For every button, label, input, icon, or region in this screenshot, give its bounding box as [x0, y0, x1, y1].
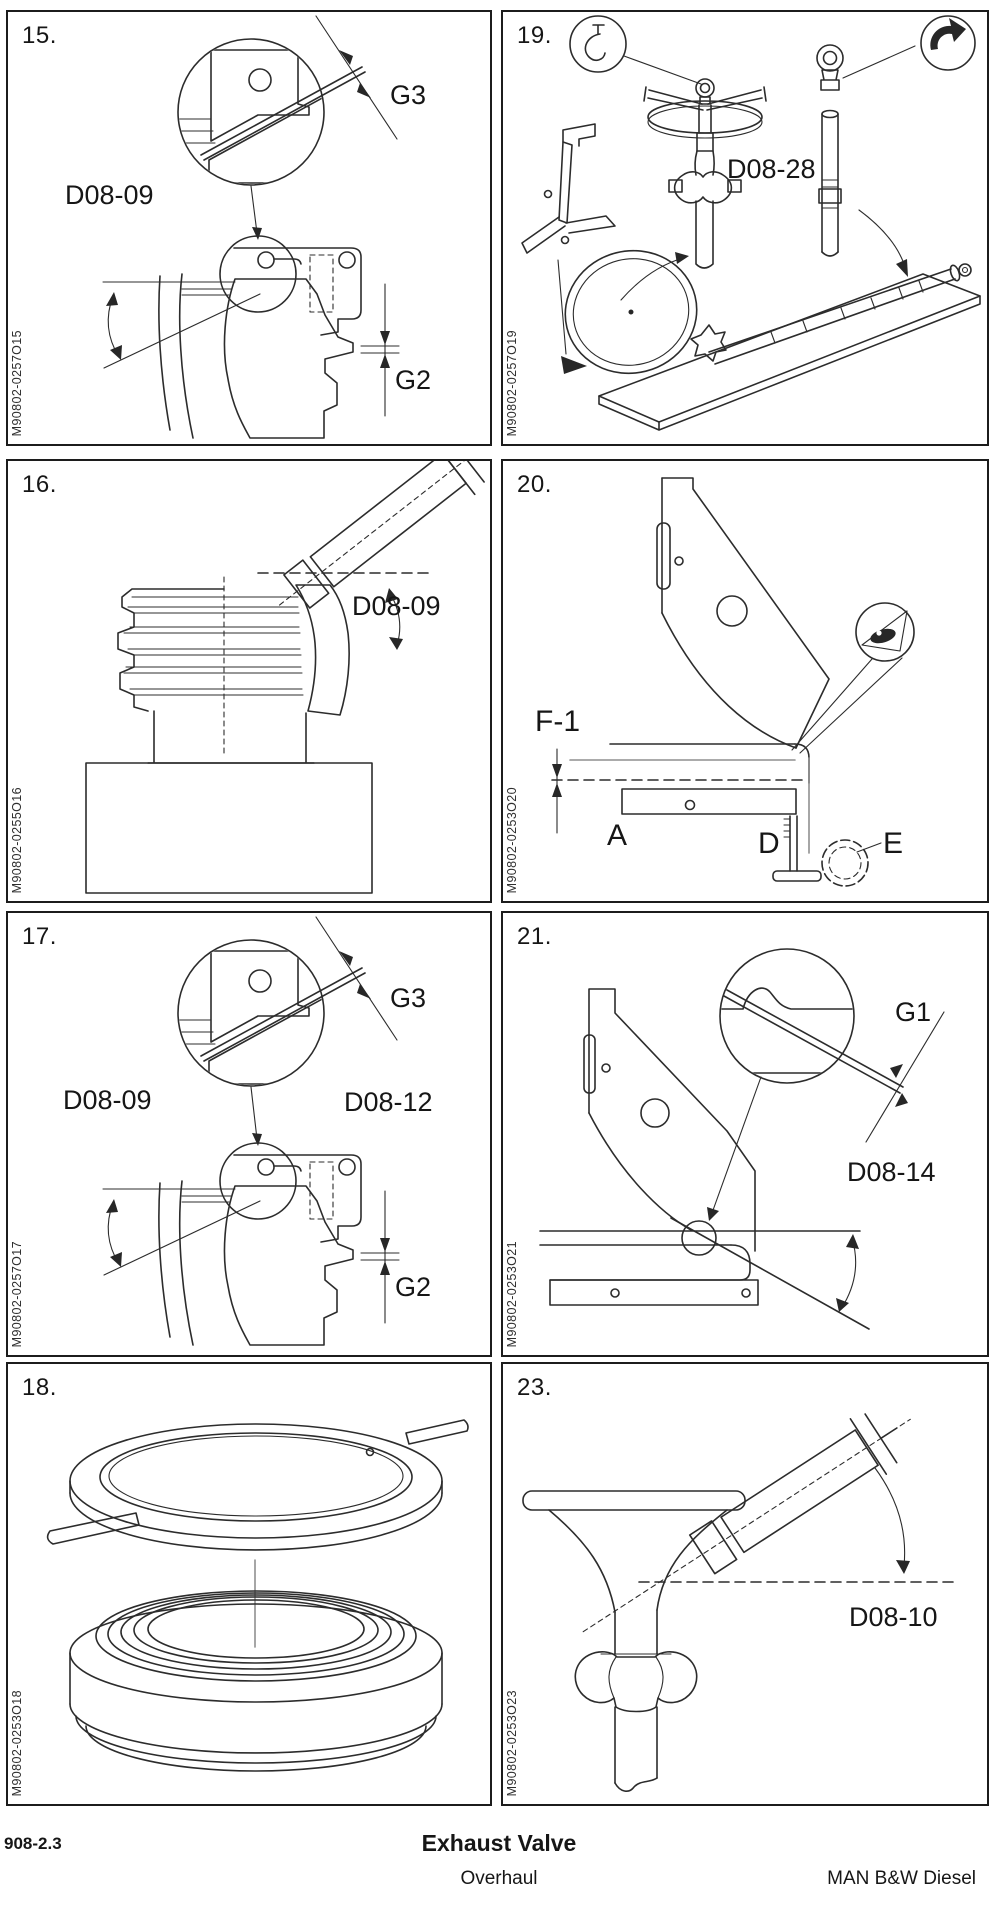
- figure-number: 16.: [22, 471, 57, 498]
- label-tool-d08-09: D08-09: [63, 1085, 152, 1115]
- label-gauge-g3: G3: [390, 80, 427, 110]
- figure-code: M90802-0253O18: [10, 1689, 24, 1796]
- label-tool-d08-09: D08-09: [65, 180, 154, 210]
- label-part-d: D: [758, 827, 780, 860]
- label-gauge-g1: G1: [895, 997, 932, 1027]
- label-gauge-g2: G2: [395, 1272, 432, 1302]
- figure-panel-20: 20. F-1 A D E M90802-0253O20: [501, 459, 989, 903]
- label-part-e: E: [883, 827, 904, 860]
- sealing-ring-drawing: [46, 1419, 469, 1772]
- figure-panel-17: 17. D08-09 D08-12 G3 G2 M90802-0257O17: [6, 911, 492, 1357]
- label-tool-d08-28: D08-28: [727, 154, 816, 184]
- label-tool-d08-14: D08-14: [847, 1157, 936, 1187]
- figure-panel-21: 21. G1 D08-14 M90802-0253O21: [501, 911, 989, 1357]
- figure-panel-23: 23. D08-10 M90802-0253O23: [501, 1362, 989, 1806]
- figure-number: 15.: [22, 22, 57, 49]
- doc-number: 908-2.3: [4, 1834, 62, 1853]
- figure-code: M90802-0253O21: [505, 1240, 519, 1347]
- label-tool-d08-09: D08-09: [352, 591, 441, 621]
- page-title: Exhaust Valve: [421, 1830, 577, 1856]
- figure-panel-18: 18. M90802-0253O18: [6, 1362, 492, 1806]
- company-name: MAN B&W Diesel: [827, 1868, 976, 1889]
- figure-code: M90802-0255O16: [10, 786, 24, 893]
- label-tool-d08-12: D08-12: [344, 1087, 433, 1117]
- figure-code: M90802-0253O23: [505, 1689, 519, 1796]
- figure-number: 23.: [517, 1374, 552, 1401]
- lifting-tools-drawing: [521, 15, 981, 431]
- figure-panel-16: 16. D08-09 M90802-0255O16: [6, 459, 492, 903]
- spindle-grinding-drawing: [85, 461, 485, 894]
- label-gauge-g3: G3: [390, 983, 427, 1013]
- label-part-a: A: [607, 819, 628, 852]
- page-subtitle: Overhaul: [460, 1868, 538, 1889]
- figure-number: 17.: [22, 923, 57, 950]
- seat-grinding-gauge-drawing: [102, 15, 400, 439]
- label-position-f1: F-1: [535, 705, 580, 738]
- label-tool-d08-10: D08-10: [849, 1602, 938, 1632]
- figure-code: M90802-0253O20: [505, 786, 519, 893]
- figure-code: M90802-0257O17: [10, 1240, 24, 1347]
- seat-grinding-gauge-drawing: [102, 916, 400, 1346]
- figure-code: M90802-0257O19: [505, 329, 519, 436]
- figure-code: M90802-0257O15: [10, 329, 24, 436]
- figure-number: 18.: [22, 1374, 57, 1401]
- spindle-grinder-angle-drawing: [522, 1413, 960, 1792]
- label-gauge-g2: G2: [395, 365, 432, 395]
- figure-number: 19.: [517, 22, 552, 49]
- figure-number: 21.: [517, 923, 552, 950]
- figure-panel-15: 15. D08-09 G3 G2 M90802-0257O15: [6, 10, 492, 446]
- figure-panel-19: 19. D08-28 M90802-0257O19: [501, 10, 989, 446]
- figure-number: 20.: [517, 471, 552, 498]
- feeler-gauge-drawing: [539, 948, 945, 1330]
- air-spring-inspection-drawing: [551, 477, 915, 887]
